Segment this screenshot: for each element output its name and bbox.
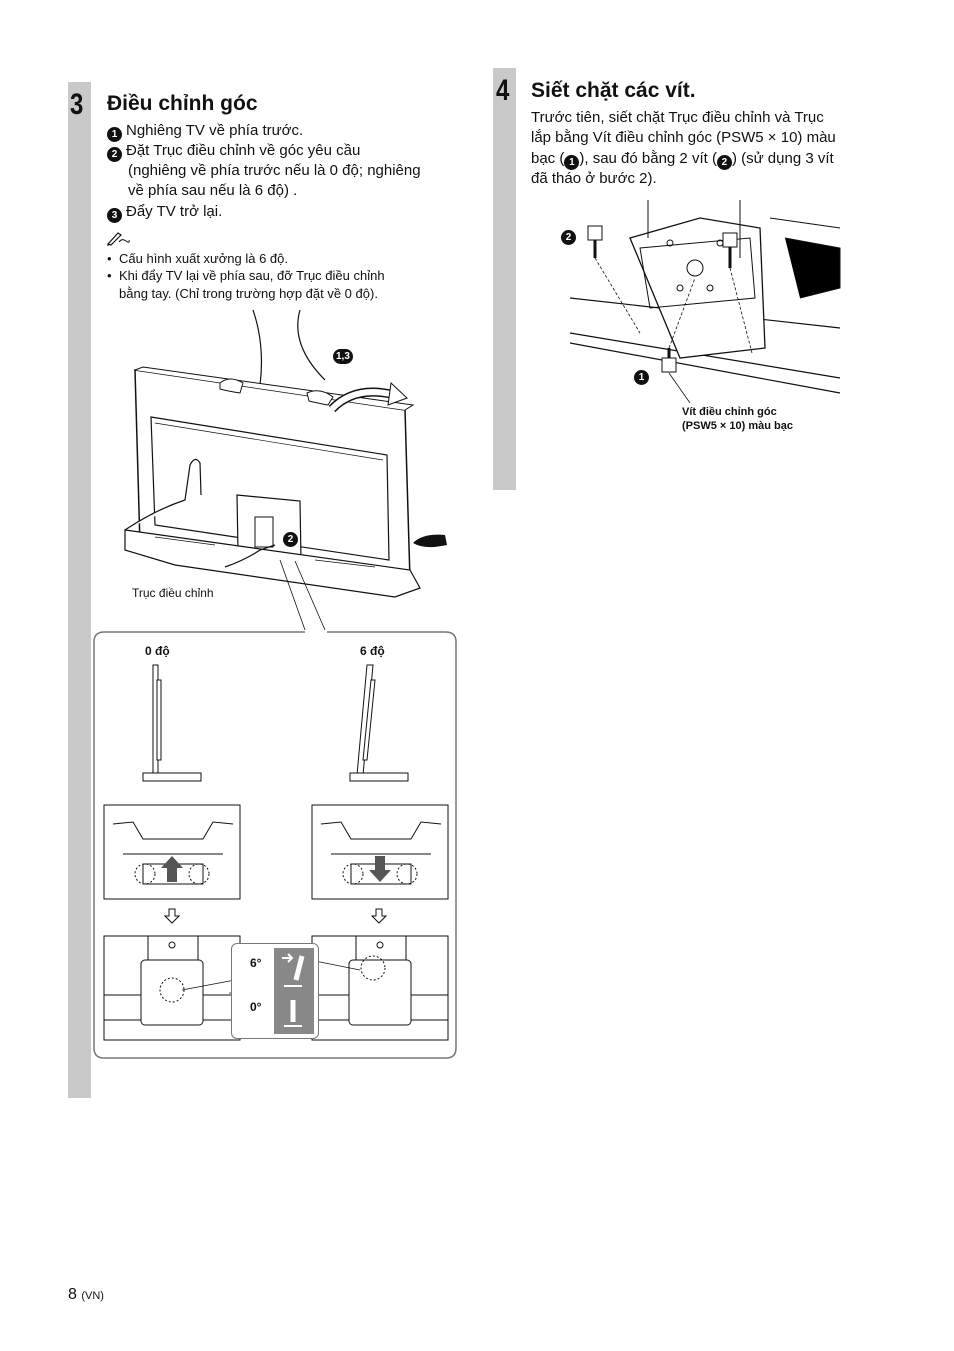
step4-line-2: lắp bằng Vít điều chỉnh góc (PSW5 × 10) … [531,129,836,146]
marker-1: 1 [107,127,122,142]
callout-1-screw: 1 [634,367,653,385]
step4-sidebar [493,68,516,490]
deg-0: 0° [250,1000,262,1014]
screw-tightening-illustration [569,200,841,403]
page-num: 8 [68,1286,77,1303]
marker-2: 2 [716,155,732,170]
screw-caption-2: (PSW5 × 10) màu bạc [682,420,793,432]
text: ), sau đó bằng 2 vít ( [579,150,717,167]
step3-notes: Cấu hình xuất xưởng là 6 độ. Khi đẩy TV … [107,250,385,284]
tv-tilt-illustration [124,309,447,631]
callout-marker: 2 [283,532,298,547]
axis-label: Trục điều chỉnh [132,586,214,600]
page-number: 8 (VN) [68,1286,104,1304]
bracket-6-deg [311,935,449,1041]
screw-caption-1: Vít điều chỉnh góc [682,406,777,418]
step4-line-1: Trước tiên, siết chặt Trục điều chỉnh và… [531,109,824,126]
step3-item-2: 2 Đặt Trục điều chỉnh về góc yêu cầu [107,141,360,162]
item-text: Đặt Trục điều chỉnh về góc yêu cầu [126,142,361,159]
detail-box-frame [93,631,457,1059]
step4-line-4: đã tháo ở bước 2). [531,170,657,187]
step3-item-3: 3 Đẩy TV trở lại. [107,202,222,223]
callout-2: 2 [283,529,302,547]
marker-3: 3 [107,208,122,223]
note-2-cont: bằng tay. (Chỉ trong trường hợp đặt về 0… [119,286,378,301]
callout-marker: 2 [561,230,576,245]
tv-profile-6-deg [349,664,409,782]
item-text: Nghiêng TV về phía trước. [126,122,304,139]
note-1: Cấu hình xuất xưởng là 6 độ. [107,250,385,267]
item-text: Đẩy TV trở lại. [126,203,223,220]
step4-line-3: bạc (1), sau đó bằng 2 vít (2) (sử dụng … [531,149,834,170]
callout-2-screw: 2 [561,227,580,245]
down-arrow-icon [164,908,180,924]
text: ) (sử dụng 3 vít [731,150,834,167]
page-lang: (VN) [81,1290,104,1302]
angle-marks [282,953,305,1027]
note-2: Khi đẩy TV lại về phía sau, đỡ Trục điều… [107,267,385,284]
marker-2: 2 [107,147,122,162]
step3-item-2-l2: (nghiêng về phía trước nếu là 0 độ; nghi… [128,162,421,179]
tv-profile-0-deg [142,664,202,782]
angle-inset: 6° 0° [231,943,319,1039]
mechanism-6-deg [311,804,449,900]
deg-6: 6° [250,956,262,970]
callout-marker: 1 [634,370,649,385]
down-arrow-icon [371,908,387,924]
text: bạc ( [531,150,565,167]
bracket-0-deg [103,935,241,1041]
step4-title: Siết chặt các vít. [531,79,696,102]
step3-title: Điều chỉnh góc [107,92,258,115]
step3-item-2-l3: về phía sau nếu là 6 độ) . [128,182,298,199]
marker-1: 1 [564,155,580,170]
pencil-note-icon [106,232,130,246]
label-0-deg: 0 độ [145,644,170,658]
step3-number: 3 [70,88,84,121]
step3-sidebar [68,82,91,1098]
callout-marker: 1,3 [333,349,353,364]
step4-number: 4 [496,74,510,107]
label-6-deg: 6 độ [360,644,385,658]
mechanism-0-deg [103,804,241,900]
step3-item-1: 1 Nghiêng TV về phía trước. [107,121,303,142]
callout-1-3: 1,3 [333,346,357,364]
